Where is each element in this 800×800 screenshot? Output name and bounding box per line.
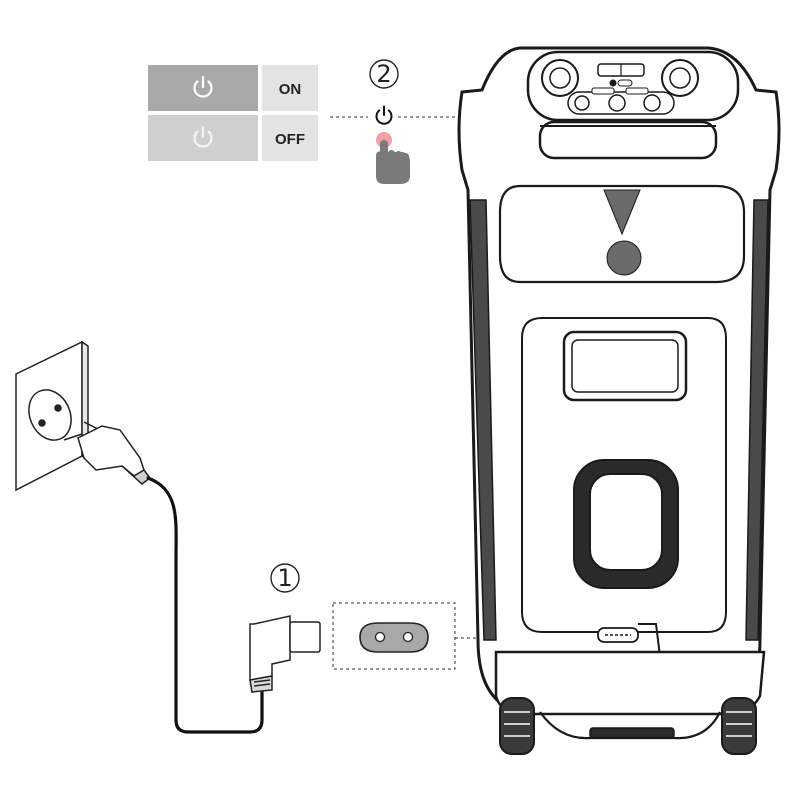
power-icon <box>375 105 393 125</box>
on-label: ON <box>279 81 302 98</box>
eu-plug-icon <box>63 421 152 485</box>
step-2-marker <box>369 59 399 89</box>
power-cable <box>146 476 264 734</box>
step-2-number: 2 <box>376 60 391 88</box>
speaker-grille-dot <box>606 240 642 276</box>
right-wheel <box>721 697 757 755</box>
step-1-marker <box>270 563 300 593</box>
power-off-icon <box>193 125 213 148</box>
speaker-logo-mark <box>603 189 641 236</box>
step-1-number: 1 <box>277 564 292 592</box>
speaker-power-button <box>574 95 590 111</box>
step-1: 1 <box>249 563 456 693</box>
off-label: OFF <box>275 131 305 148</box>
on-label-tile <box>262 65 318 111</box>
finger-press-icon <box>376 140 410 184</box>
figure-8-power-connector-icon <box>249 615 321 693</box>
step-2: 2 <box>369 59 410 184</box>
power-on-icon <box>193 75 213 98</box>
wall-outlet-icon <box>15 340 89 492</box>
power-state-legend: ON OFF <box>148 65 318 161</box>
party-speaker-icon <box>457 46 781 755</box>
off-label-tile <box>262 115 318 161</box>
left-wheel <box>499 697 535 755</box>
socket-callout-box <box>332 602 456 670</box>
figure-8-power-socket-icon <box>359 622 429 653</box>
